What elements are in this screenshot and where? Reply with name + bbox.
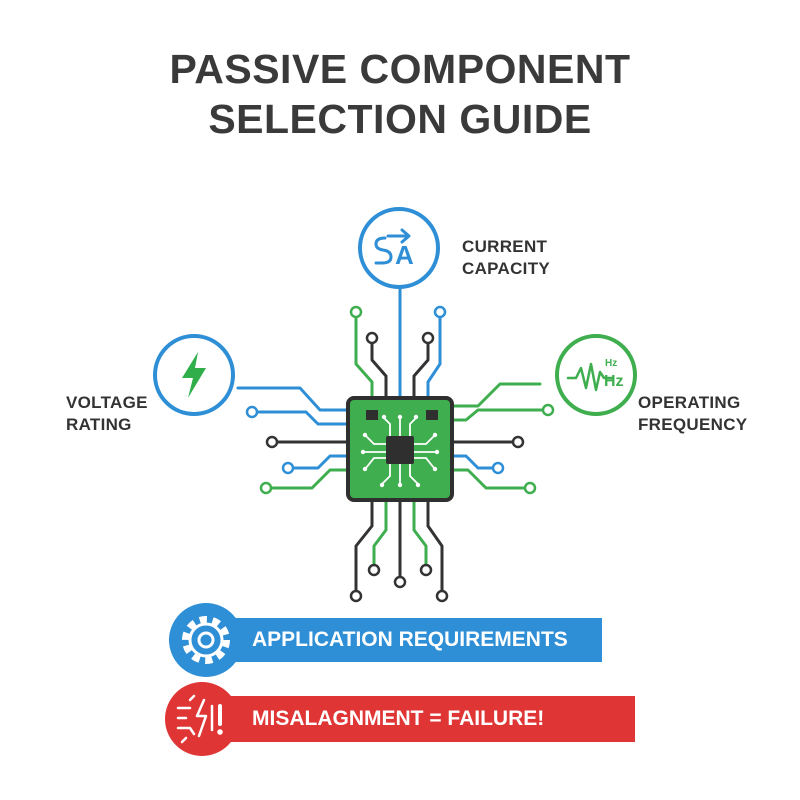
terminal [349,589,363,603]
circuit-traces [236,286,550,594]
terminal [265,435,279,449]
trace-bottom-5 [426,498,444,594]
current-capacity-label: CURRENT CAPACITY [462,236,550,280]
voltage-rating-label: VOLTAGE RATING [66,392,148,436]
lightning-bolt-icon [153,334,235,416]
trace-top-1 [354,314,374,400]
terminal [523,481,537,495]
trace-top-3 [412,340,430,400]
operating-frequency-line-2: FREQUENCY [638,415,748,434]
current-ampere-icon: A [358,207,440,289]
current-icon-letter: A [395,240,414,270]
trace-right-2 [450,382,542,408]
trace-bottom-2 [372,498,388,568]
terminal [511,435,525,449]
terminal [245,405,259,419]
voltage-rating-line-2: RATING [66,415,132,434]
voltage-rating-line-1: VOLTAGE [66,393,148,412]
frequency-icon-label: Hz [604,373,624,390]
broken-circuit-warning-icon [176,694,223,744]
terminal [259,481,273,495]
frequency-icon-small-label: Hz [605,358,617,369]
terminal [433,305,447,319]
terminal [393,575,407,589]
trace-right-1 [450,408,550,422]
application-requirements-text: APPLICATION REQUIREMENTS [252,628,568,651]
trace-left-2 [250,410,350,426]
title-line-1: PASSIVE COMPONENT [169,46,631,92]
terminal [491,461,505,475]
trace-left-1 [236,386,350,412]
terminal [367,563,381,577]
current-capacity-line-2: CAPACITY [462,259,551,278]
trace-left-5 [264,468,350,490]
title-line-2: SELECTION GUIDE [208,96,592,142]
operating-frequency-line-1: OPERATING [638,393,741,412]
trace-top-4 [426,314,442,400]
trace-right-4 [450,454,500,470]
trace-bottom-1 [354,498,374,594]
waveform-hz-icon: Hz Hz [555,334,637,416]
trace-terminals [245,305,555,603]
failure-banner [165,682,635,756]
microchip-icon [346,396,454,502]
current-capacity-line-1: CURRENT [462,237,548,256]
terminal [349,305,363,319]
page-title: PASSIVE COMPONENT SELECTION GUIDE [0,44,800,144]
terminal [281,461,295,475]
failure-text: MISALAGNMENT = FAILURE! [252,707,545,730]
terminal [419,563,433,577]
trace-right-5 [450,468,532,490]
trace-left-4 [286,454,350,470]
application-requirements-banner [169,603,602,677]
gear-icon [182,616,230,664]
terminal [421,331,435,345]
operating-frequency-label: OPERATING FREQUENCY [638,392,747,436]
trace-top-2 [370,340,388,400]
terminal [541,403,555,417]
terminal [365,331,379,345]
trace-bottom-4 [412,498,428,568]
terminal [435,589,449,603]
